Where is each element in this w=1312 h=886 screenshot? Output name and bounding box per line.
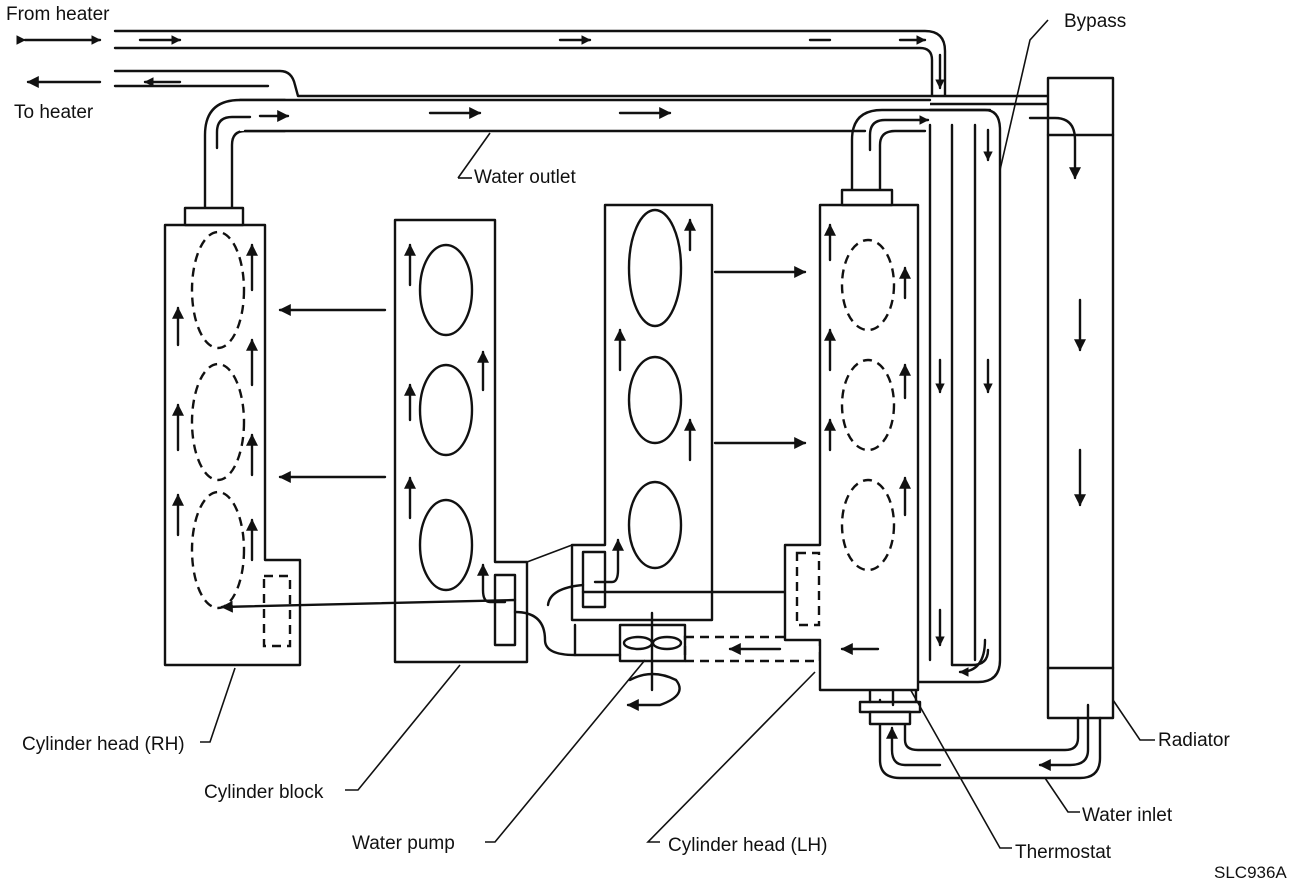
label-bypass: Bypass: [1064, 11, 1126, 32]
label-water-inlet: Water inlet: [1082, 805, 1173, 826]
water-pump: [220, 583, 867, 843]
label-water-pump: Water pump: [352, 833, 455, 854]
label-figure-code: SLC936A: [1214, 863, 1287, 882]
bypass-channels: [903, 19, 1049, 684]
cylinder-block-right-bank: [526, 203, 807, 622]
label-cylinder-head-rh: Cylinder head (RH): [22, 734, 185, 755]
water-outlet-pipe: [203, 98, 992, 212]
label-thermostat: Thermostat: [1015, 842, 1112, 863]
cylinder-block: [278, 218, 529, 791]
radiator: [1028, 76, 1155, 741]
label-to-heater: To heater: [14, 102, 94, 123]
water-inlet-pipe: [878, 698, 1102, 813]
label-water-outlet: Water outlet: [474, 167, 576, 188]
heater-flow-arrows: [16, 35, 945, 90]
heater-pipes: [113, 29, 1052, 106]
cylinder-head-rh: [163, 206, 302, 743]
label-cylinder-block: Cylinder block: [204, 782, 324, 803]
label-radiator: Radiator: [1158, 730, 1230, 751]
label-cylinder-head-lh: Cylinder head (LH): [668, 835, 827, 856]
label-from-heater: From heater: [6, 4, 110, 25]
cylinder-head-lh: [646, 188, 920, 843]
